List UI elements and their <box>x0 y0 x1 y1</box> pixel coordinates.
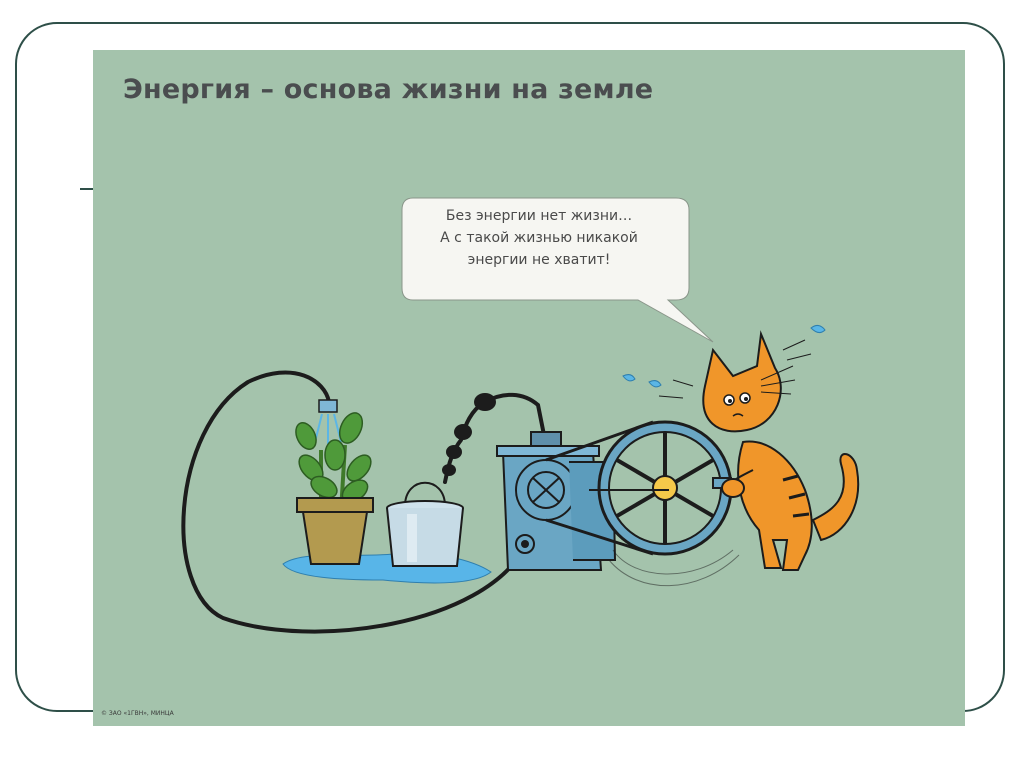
bucket <box>386 481 464 567</box>
plant <box>295 412 372 513</box>
hose-beads <box>442 393 496 476</box>
energy-scene-illustration <box>181 197 860 634</box>
speech-line-2: А с такой жизнью никакой <box>440 230 638 246</box>
motion-lines <box>658 339 812 399</box>
speech-line-1: Без энергии нет жизни… <box>445 208 633 224</box>
speech-bubble-text: Без энергии нет жизни… А с такой жизнью … <box>405 205 673 271</box>
copyright-note: © ЗАО «1ГВН», МИНЦА <box>101 710 174 717</box>
cat <box>702 330 860 571</box>
illustration-panel: Энергия – основа жизни на земле <box>93 50 965 726</box>
flywheel <box>545 420 740 587</box>
slide-title: Энергия – основа жизни на земле <box>123 74 654 105</box>
sweat-drops <box>622 324 826 388</box>
speech-line-3: энергии не хватит! <box>467 252 611 268</box>
speech-bubble <box>401 197 714 343</box>
slide-divider <box>80 188 94 190</box>
flower-pot <box>296 497 374 565</box>
pump-machine <box>496 431 617 571</box>
water-nozzle <box>314 399 342 444</box>
